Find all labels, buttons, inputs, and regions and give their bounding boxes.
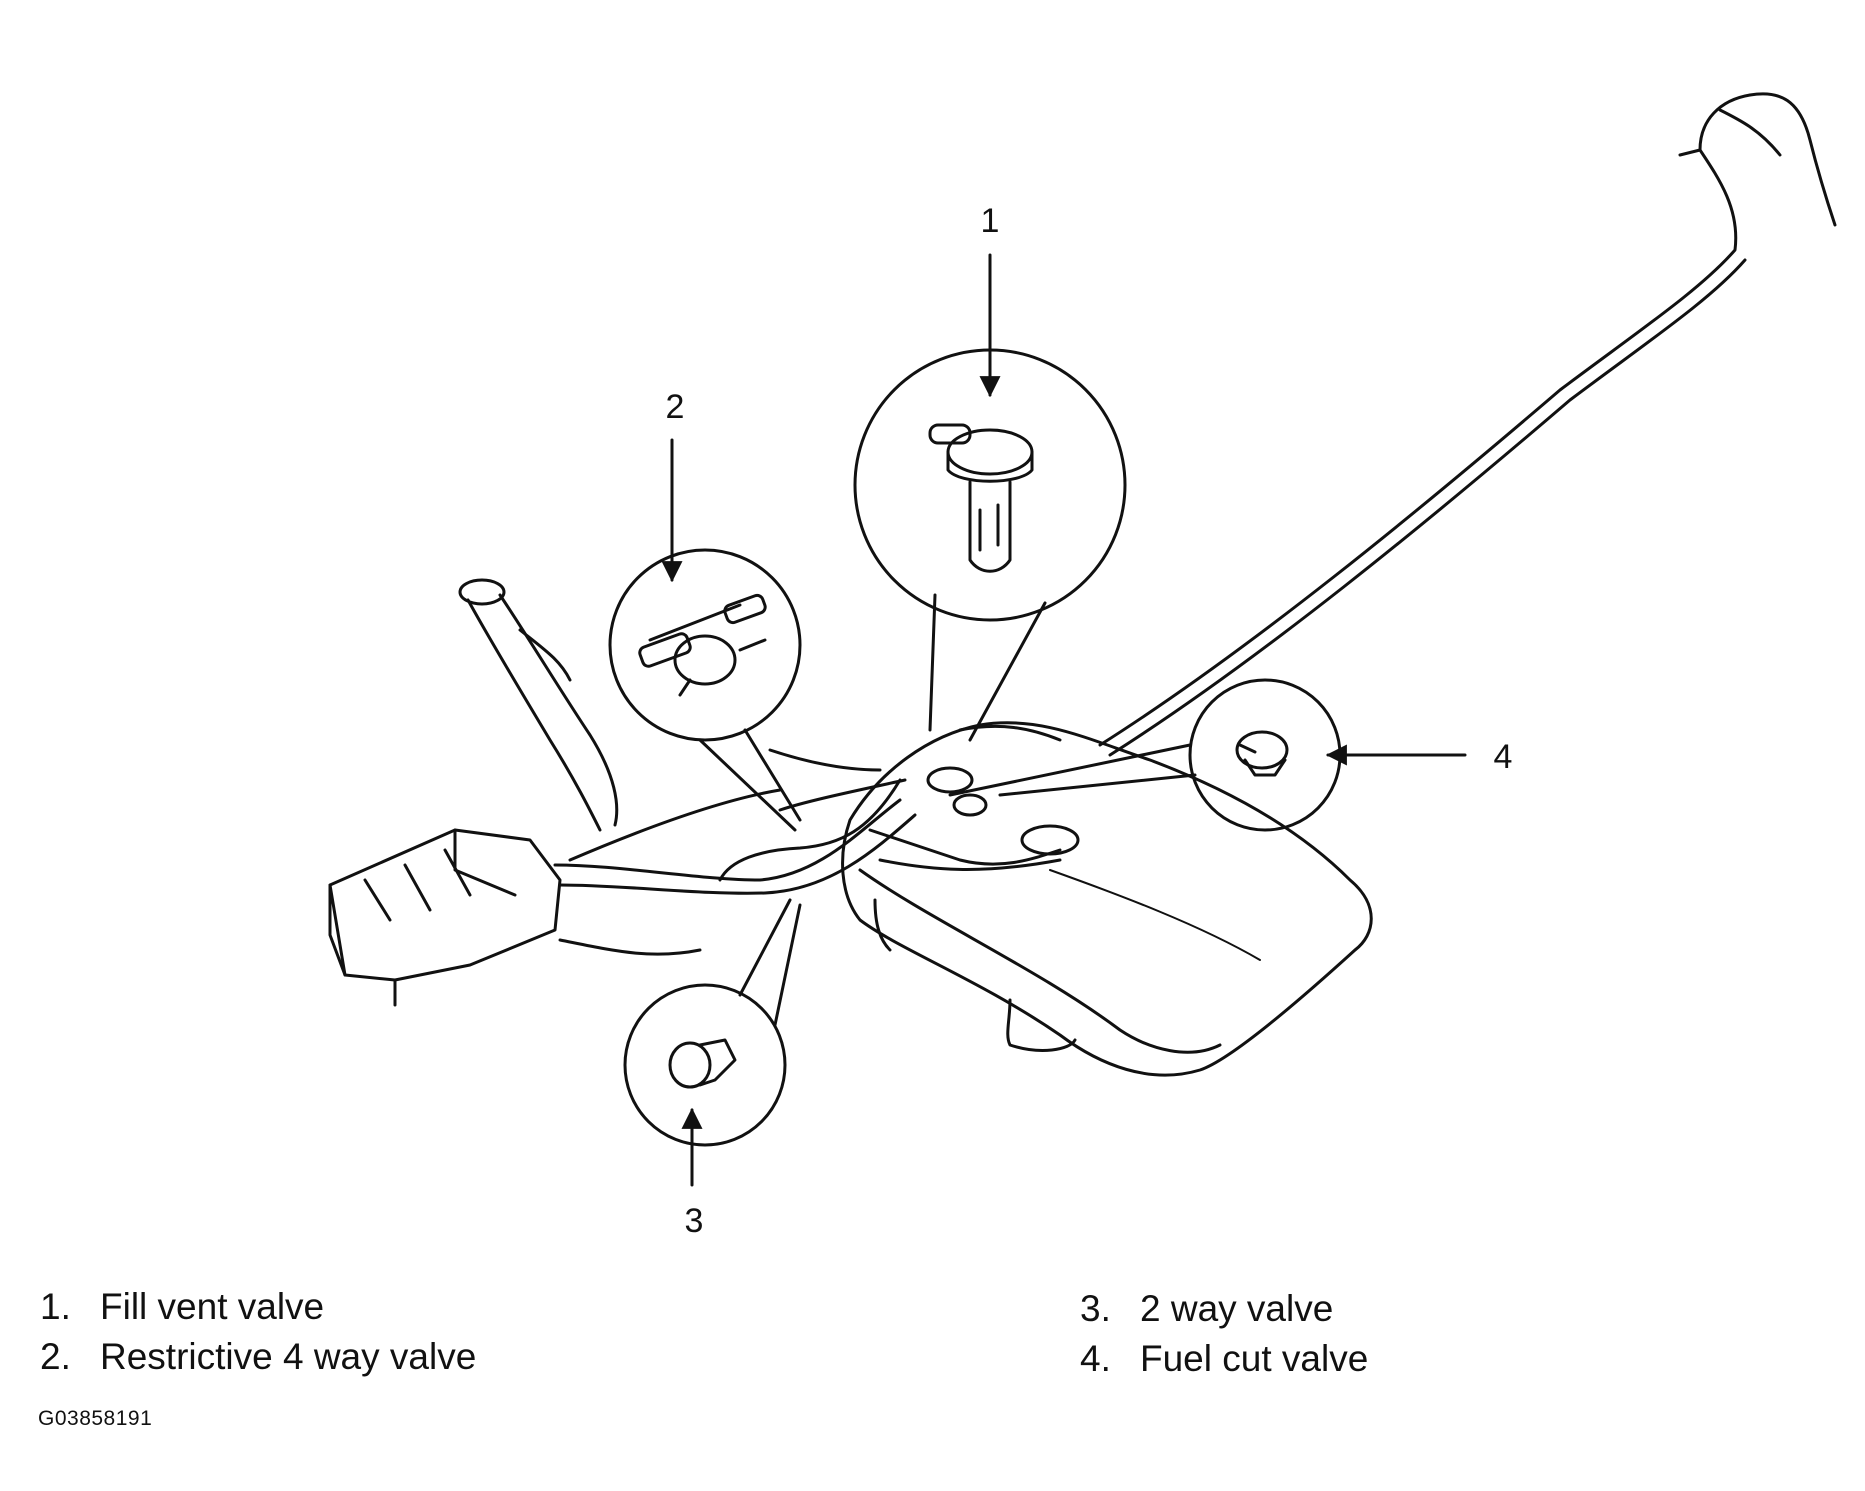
fuel-cut-valve-icon	[1235, 730, 1289, 777]
legend-item-number: 1.	[40, 1286, 71, 1327]
two-way-valve-bubble	[623, 898, 802, 1147]
fill-vent-valve-bubble	[853, 348, 1127, 742]
legend-item-label: 2 way valve	[1140, 1288, 1334, 1329]
legend-left-column: 1. Fill vent valve 2. Restrictive 4 way …	[40, 1282, 476, 1382]
legend-item: 3. 2 way valve	[1080, 1284, 1368, 1334]
restrictive-4-way-valve-icon	[638, 593, 767, 697]
fuel-cut-valve-bubble	[948, 678, 1342, 832]
fuel-system-diagram: 1 2 3 4	[328, 92, 1837, 1240]
legend-right-column: 3. 2 way valve 4. Fuel cut valve	[1080, 1284, 1368, 1384]
legend-item: 2. Restrictive 4 way valve	[40, 1332, 476, 1382]
callout-2-number: 2	[666, 388, 685, 426]
legend-item-number: 2.	[40, 1336, 71, 1377]
fill-vent-valve-icon	[928, 423, 1034, 573]
vapor-canister	[328, 828, 562, 1007]
legend-item-label: Fill vent valve	[100, 1286, 325, 1327]
fuel-lines	[1098, 92, 1837, 757]
restrictive-4-way-valve-bubble	[608, 548, 802, 832]
callout-4-number: 4	[1494, 738, 1513, 776]
legend-item-label: Fuel cut valve	[1140, 1338, 1369, 1379]
callout-3-number: 3	[685, 1202, 704, 1240]
legend-item: 1. Fill vent valve	[40, 1282, 476, 1332]
legend-item: 4. Fuel cut valve	[1080, 1334, 1368, 1384]
filler-neck	[458, 578, 619, 832]
legend-item-number: 4.	[1080, 1338, 1111, 1379]
legend-item-label: Restrictive 4 way valve	[100, 1336, 477, 1377]
legend-item-number: 3.	[1080, 1288, 1111, 1329]
figure-id: G03858191	[38, 1407, 153, 1430]
callout-1-number: 1	[981, 202, 1000, 240]
vent-hoses	[553, 748, 1080, 956]
two-way-valve-icon	[668, 1038, 737, 1089]
fuel-tank	[841, 721, 1373, 1077]
